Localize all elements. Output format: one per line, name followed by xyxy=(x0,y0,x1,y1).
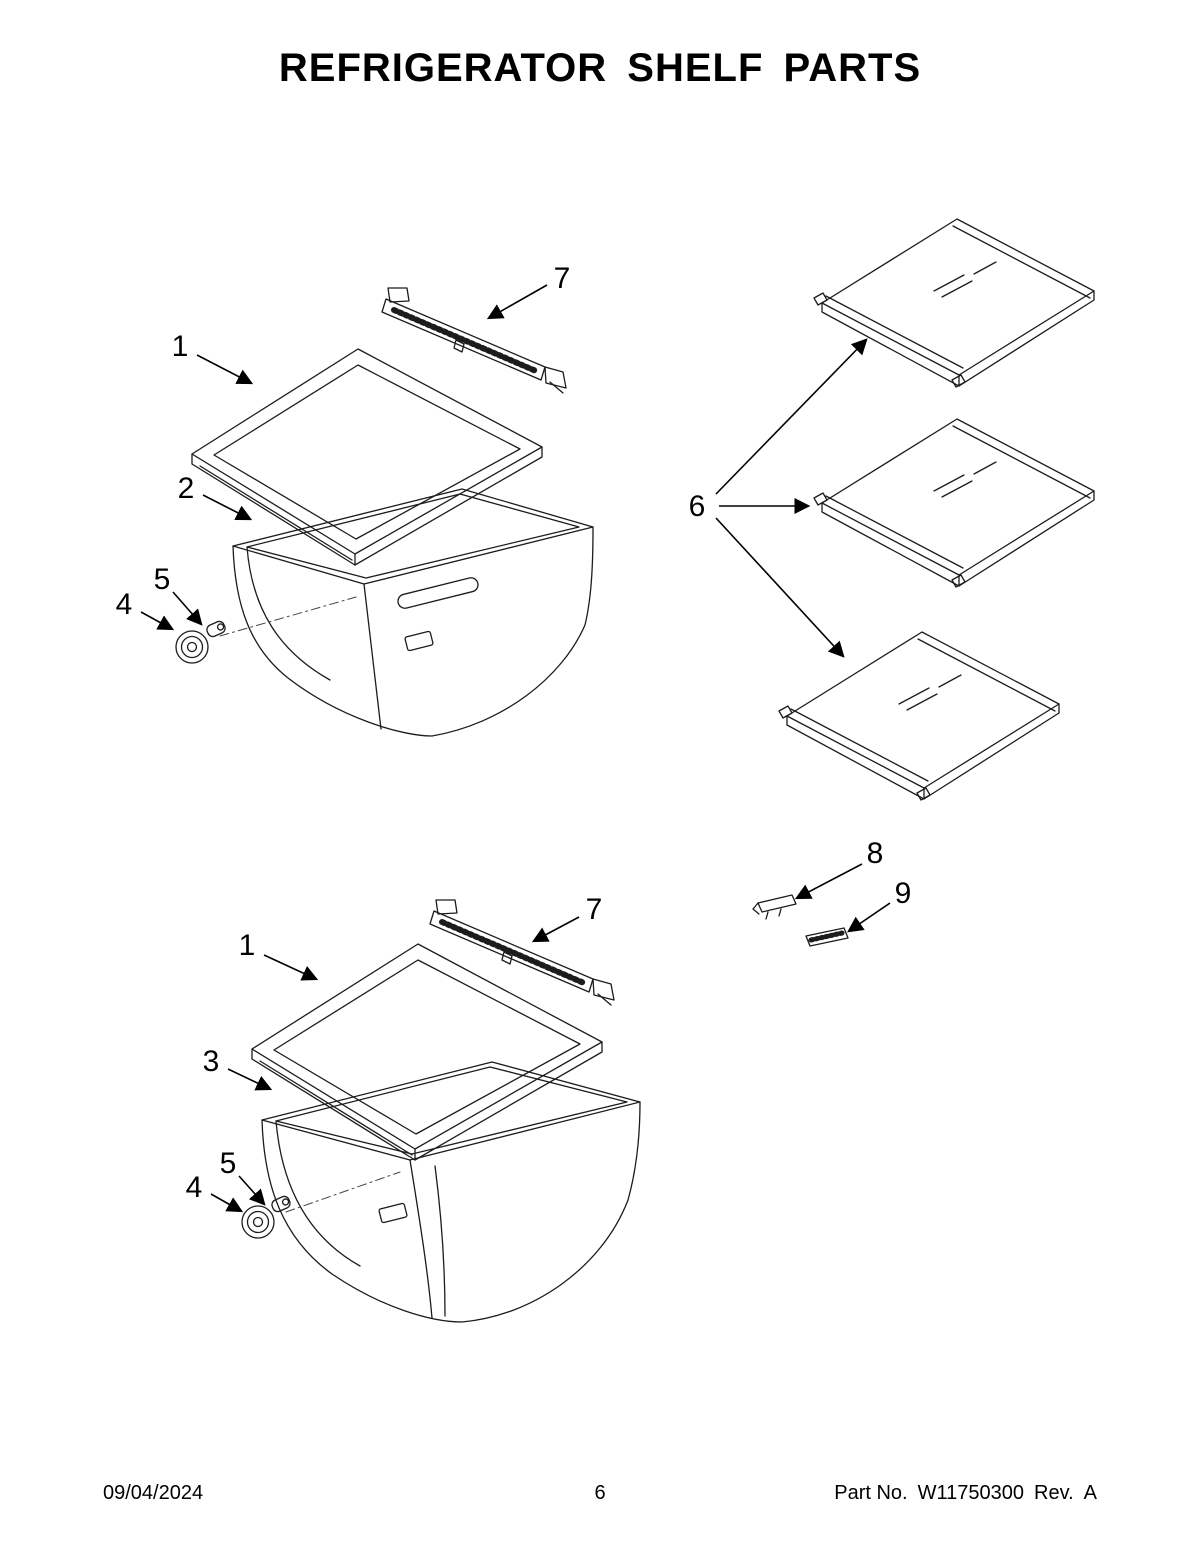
top-slide-rail-part xyxy=(382,288,566,393)
top-roller-part xyxy=(175,619,228,664)
bottom-drawer-part xyxy=(261,1061,641,1323)
top-drawer-part xyxy=(219,488,594,737)
callout-bottom-axle: 5 xyxy=(220,1147,237,1180)
footer-date: 09/04/2024 xyxy=(103,1482,204,1504)
callout-glass-shelves: 6 xyxy=(689,490,706,523)
callout-top-roller: 4 xyxy=(116,588,133,621)
page-title: REFRIGERATOR SHELF PARTS xyxy=(278,46,922,90)
callout-top-drawer: 2 xyxy=(178,472,195,505)
glass-shelf-bottom xyxy=(778,631,1060,801)
clip-a-part xyxy=(752,894,797,920)
footer-part-label: Part No. xyxy=(834,1482,908,1504)
callout-bottom-drawer: 3 xyxy=(203,1045,220,1078)
callout-arrows xyxy=(140,284,891,1213)
callout-bottom-shelf: 1 xyxy=(239,929,256,962)
callout-bottom-rail: 7 xyxy=(586,893,603,926)
footer-revision: Rev. A xyxy=(1034,1482,1097,1504)
top-shelf-frame-part xyxy=(191,348,543,566)
callout-clip-b: 9 xyxy=(895,877,912,910)
footer-page-number: 6 xyxy=(594,1482,606,1504)
callout-top-shelf: 1 xyxy=(172,330,189,363)
glass-shelf-top xyxy=(813,218,1095,388)
callout-top-rail: 7 xyxy=(554,262,571,295)
footer-part-number: W11750300 xyxy=(917,1482,1024,1504)
callout-labels: 7 1 2 5 4 6 8 9 7 1 3 5 4 xyxy=(116,262,912,1204)
callout-top-axle: 5 xyxy=(154,563,171,596)
callout-bottom-roller: 4 xyxy=(186,1171,203,1204)
clip-b-part xyxy=(805,927,849,947)
footer-part-info: Part No. W11750300 Rev. A xyxy=(834,1482,1097,1505)
callout-clip-a: 8 xyxy=(867,837,884,870)
glass-shelf-middle xyxy=(813,418,1095,588)
bottom-roller-part xyxy=(241,1194,293,1239)
